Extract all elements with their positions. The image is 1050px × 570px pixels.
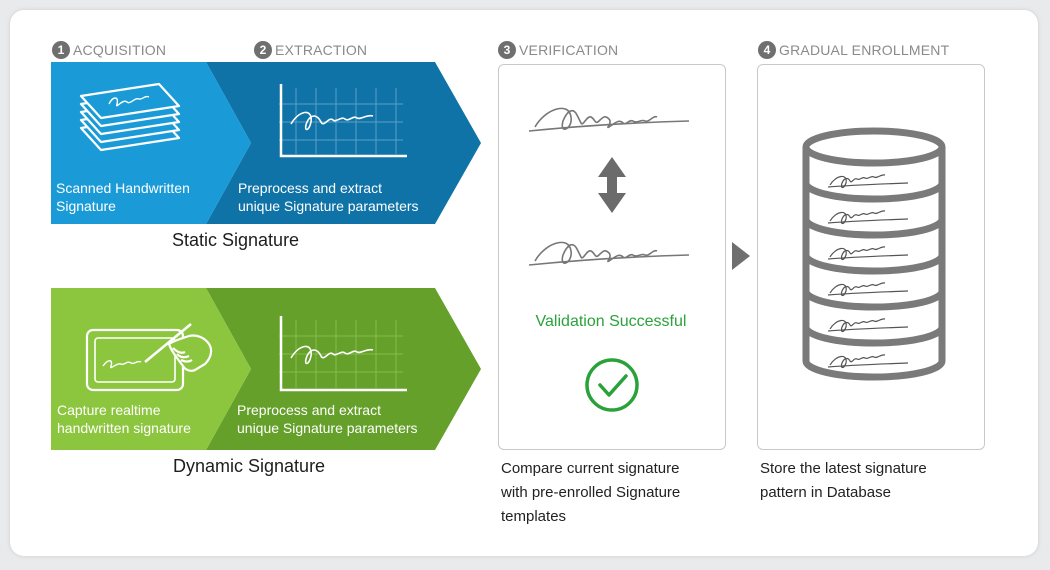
- flow-arrow-icon: [732, 242, 750, 270]
- verification-panel: [498, 64, 726, 450]
- paper-stack-icon: [79, 82, 181, 152]
- enrollment-desc-line-1: Store the latest signature: [760, 460, 927, 477]
- step-number-1: 1: [52, 41, 70, 59]
- dynamic-signature-caption: Dynamic Signature: [173, 456, 326, 476]
- static-extraction-text-1: Preprocess and extract: [238, 180, 382, 196]
- dynamic-extraction-text-2: unique Signature parameters: [237, 420, 418, 436]
- step-verification-header: 3 VERIFICATION: [498, 40, 618, 60]
- database-icon: [802, 127, 946, 381]
- dynamic-signature-band: Capture realtime handwritten signature P…: [51, 288, 481, 450]
- static-extraction-text-2: unique Signature parameters: [238, 198, 419, 214]
- signature-current-icon: [528, 241, 690, 266]
- validation-status-text: Validation Successful: [535, 313, 687, 330]
- verification-desc-line-2: with pre-enrolled Signature: [501, 484, 681, 501]
- verification-desc-line-1: Compare current signature: [501, 460, 680, 477]
- step-label-extraction: EXTRACTION: [275, 42, 368, 58]
- step-label-verification: VERIFICATION: [519, 42, 619, 58]
- step-number-4: 4: [758, 41, 776, 59]
- verification-description: Compare current signature with pre-enrol…: [501, 457, 680, 529]
- step-enrollment-header: 4 GRADUAL ENROLLMENT: [758, 40, 949, 60]
- static-extraction-arrow: [206, 62, 481, 224]
- step-label-enrollment: GRADUAL ENROLLMENT: [779, 42, 950, 58]
- dynamic-extraction-text-1: Preprocess and extract: [237, 402, 381, 418]
- signature-sample-icon: [528, 107, 690, 132]
- extraction-chart-icon: [279, 84, 407, 158]
- enrollment-desc-line-2: pattern in Database: [760, 484, 891, 501]
- static-acquisition-text-2: Signature: [56, 198, 116, 214]
- dynamic-extraction-arrow: [206, 288, 481, 450]
- dynamic-acquisition-text-2: handwritten signature: [57, 420, 191, 436]
- enrollment-description: Store the latest signature pattern in Da…: [760, 457, 927, 505]
- static-signature-band: Scanned Handwritten Signature Preprocess…: [51, 62, 481, 224]
- verification-desc-line-3: templates: [501, 508, 567, 525]
- step-extraction-header: 2 EXTRACTION: [254, 40, 367, 60]
- step-number-3: 3: [498, 41, 516, 59]
- tablet-pen-icon: [85, 322, 213, 392]
- static-acquisition-text-1: Scanned Handwritten: [56, 180, 190, 196]
- dynamic-extraction-chart-icon: [279, 316, 407, 392]
- dynamic-acquisition-text-1: Capture realtime: [57, 402, 161, 418]
- dynamic-acquisition-arrow: [51, 288, 251, 450]
- static-signature-caption: Static Signature: [172, 230, 300, 250]
- step-acquisition-header: 1 ACQUISITION: [52, 40, 166, 60]
- check-icon: [585, 358, 639, 412]
- enrollment-panel: [757, 64, 985, 450]
- step-label-acquisition: ACQUISITION: [73, 42, 167, 58]
- step-number-2: 2: [254, 41, 272, 59]
- compare-arrow-icon: [598, 157, 626, 213]
